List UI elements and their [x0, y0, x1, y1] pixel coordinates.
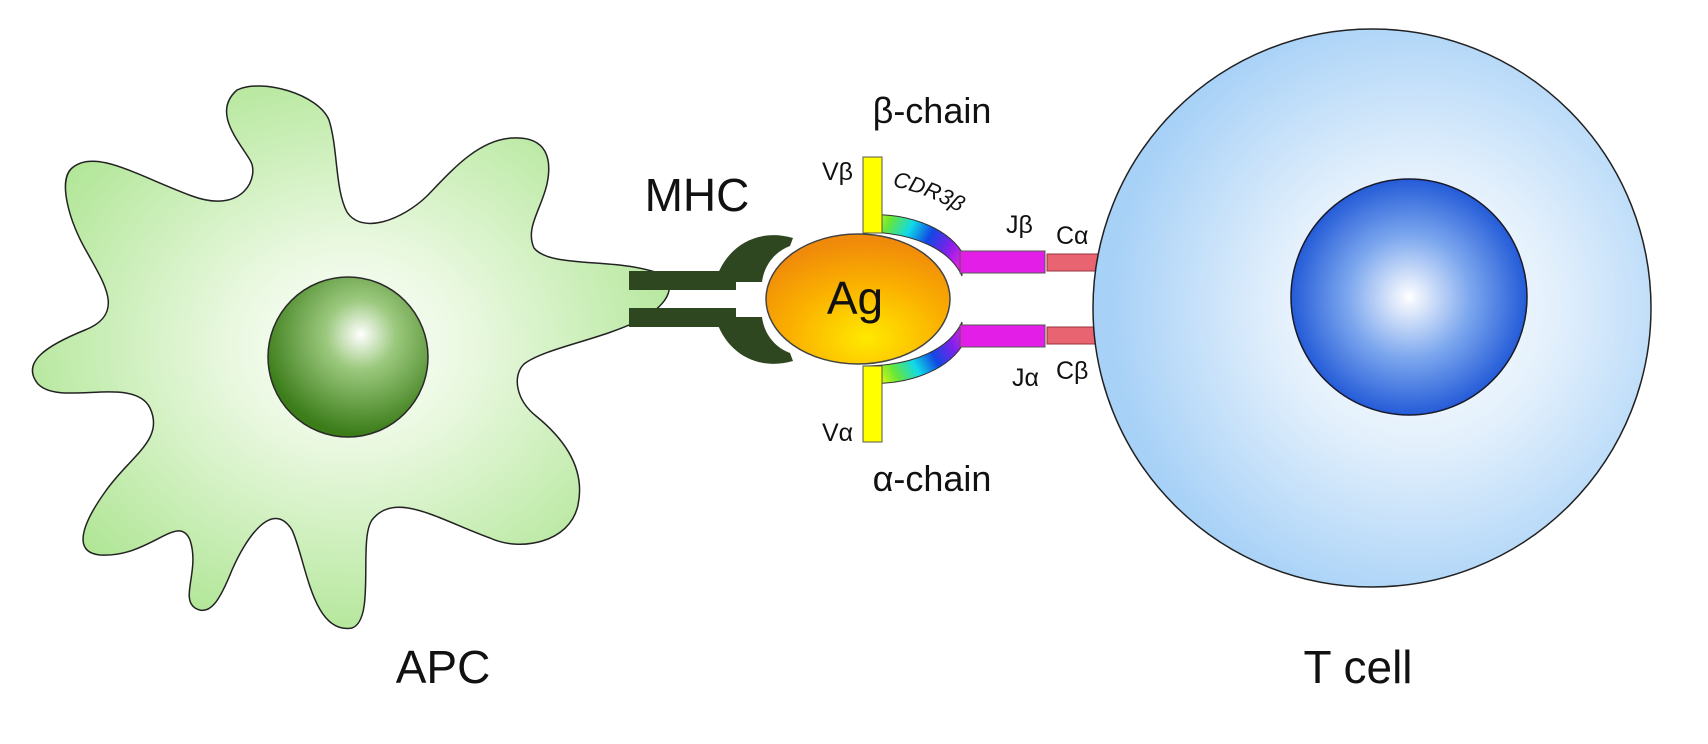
- apc-nucleus: [267, 276, 429, 438]
- mhc-cup-lower: [715, 317, 793, 364]
- j-alpha-segment: [959, 324, 1046, 348]
- t-cell-label: T cell: [1303, 641, 1412, 693]
- j-beta-label: Jβ: [1006, 211, 1033, 239]
- j-beta-segment: [959, 250, 1046, 274]
- antigen: [765, 233, 951, 365]
- cdr3-beta-text: CDR3β: [891, 167, 970, 217]
- mhc-stem-lower: [629, 308, 736, 327]
- v-alpha-label: Vα: [822, 419, 853, 447]
- v-alpha-segment: [862, 365, 883, 443]
- mhc-label: MHC: [645, 169, 750, 221]
- v-beta-segment: [862, 156, 883, 234]
- beta-chain-label: β-chain: [873, 90, 992, 131]
- alpha-chain-rainbow-segment: [862, 321, 963, 384]
- mhc-stem-upper: [629, 271, 736, 290]
- c-beta-label: Cβ: [1056, 357, 1088, 385]
- c-alpha-label: Cα: [1056, 222, 1089, 250]
- cdr3-beta-label: CDR3β: [891, 167, 970, 217]
- t-cell-nucleus: [1290, 178, 1528, 416]
- v-beta-label: Vβ: [822, 158, 853, 186]
- antigen-label: Ag: [827, 272, 883, 324]
- mhc-cup-upper: [715, 235, 793, 282]
- j-alpha-label: Jα: [1012, 364, 1039, 392]
- alpha-chain-label: α-chain: [873, 458, 992, 499]
- beta-chain-rainbow-segment: [862, 214, 963, 277]
- apc-label: APC: [396, 641, 491, 693]
